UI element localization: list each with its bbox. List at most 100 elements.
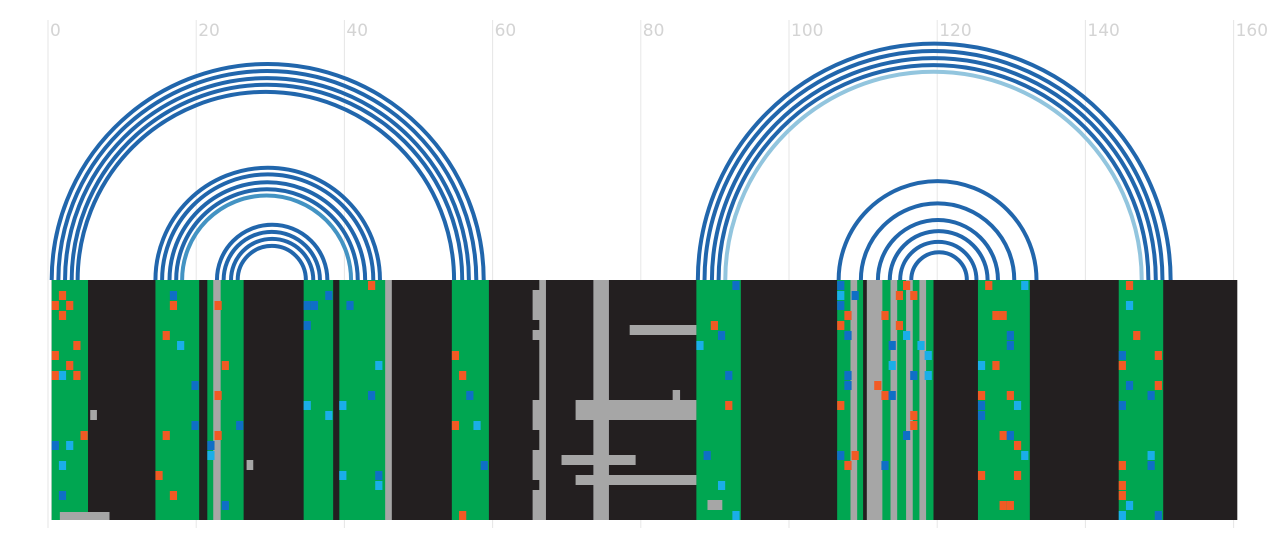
arc-link	[174, 187, 360, 281]
variant-cell	[1154, 381, 1162, 390]
variant-cell	[1006, 501, 1014, 510]
variant-cell	[837, 401, 845, 410]
tick-label: 100	[791, 21, 823, 41]
arc-link	[909, 250, 969, 281]
conserved-band	[696, 280, 741, 520]
variant-cell	[851, 451, 859, 460]
arc-link	[858, 201, 1017, 281]
divider-column	[200, 280, 207, 520]
arc-link	[705, 51, 1163, 280]
variant-cell	[375, 361, 383, 370]
tick-label: 160	[1236, 21, 1268, 41]
variant-cell	[1125, 381, 1134, 390]
tick-label: 20	[198, 21, 220, 41]
variant-cell	[58, 461, 67, 470]
variant-cell	[888, 341, 896, 350]
variant-cell	[999, 431, 1007, 440]
variant-cell	[221, 501, 229, 510]
variant-cell	[303, 321, 311, 330]
arc-link	[875, 217, 1000, 281]
variant-cell	[368, 391, 376, 400]
variant-cell	[1013, 401, 1022, 410]
variant-cell	[66, 301, 74, 310]
variant-cell	[80, 431, 88, 440]
variant-cell	[1118, 361, 1126, 370]
arc-link	[887, 229, 990, 281]
variant-cell	[73, 341, 81, 350]
variant-cell	[51, 371, 59, 380]
variant-cell	[732, 511, 740, 520]
variant-cell	[325, 291, 333, 300]
gap-block	[707, 500, 723, 510]
variant-cell	[1118, 351, 1126, 360]
variant-cell	[910, 291, 918, 300]
variant-cell	[177, 341, 185, 350]
variant-cell	[1147, 391, 1155, 400]
variant-cell	[992, 311, 1000, 320]
variant-cell	[732, 281, 740, 290]
variant-cell	[844, 311, 852, 320]
variant-cell	[58, 311, 67, 320]
variant-cell	[66, 441, 74, 450]
gap-block	[246, 460, 254, 470]
gap-column	[385, 280, 392, 520]
variant-cell	[844, 381, 852, 390]
variant-cell	[903, 281, 911, 290]
variant-cell	[480, 461, 488, 470]
variant-cell	[1118, 491, 1126, 500]
variant-cell	[924, 371, 932, 380]
variant-cell	[1154, 511, 1162, 520]
variant-cell	[977, 391, 986, 400]
variant-cell	[169, 301, 178, 310]
variant-cell	[888, 361, 896, 370]
arc-link	[153, 165, 382, 281]
variant-cell	[162, 331, 170, 340]
variant-cell	[1147, 451, 1155, 460]
arc-link	[229, 236, 316, 281]
arc-link	[723, 69, 1144, 281]
variant-cell	[851, 291, 859, 300]
variant-cell	[881, 311, 889, 320]
variant-cell	[977, 401, 986, 410]
arc-link	[63, 76, 471, 281]
gap-column	[906, 280, 913, 520]
variant-cell	[214, 301, 222, 310]
variant-cell	[339, 401, 347, 410]
variant-cell	[58, 491, 67, 500]
variant-cell	[303, 401, 311, 410]
variant-cell	[207, 451, 215, 460]
gap-column	[539, 280, 546, 520]
variant-cell	[325, 411, 333, 420]
variant-cell	[837, 281, 845, 290]
variant-cell	[169, 491, 178, 500]
arc-link	[221, 229, 322, 281]
gap-block	[561, 455, 636, 465]
variant-cell	[910, 421, 918, 430]
variant-cell	[844, 461, 852, 470]
arc-link	[698, 44, 1171, 280]
conserved-band	[51, 280, 89, 520]
variant-cell	[1147, 461, 1155, 470]
variant-cell	[221, 361, 229, 370]
variant-cell	[368, 281, 376, 290]
gap-block	[672, 390, 681, 400]
gap-block	[575, 400, 697, 420]
tick-label: 60	[495, 21, 517, 41]
arc-link	[167, 180, 368, 281]
variant-cell	[51, 441, 59, 450]
variant-cell	[51, 351, 59, 360]
variant-cell	[310, 301, 319, 310]
arc-link	[235, 243, 308, 281]
variant-cell	[977, 361, 986, 370]
conserved-band	[207, 280, 244, 520]
arc-link	[56, 69, 479, 281]
variant-cell	[917, 341, 925, 350]
variant-cell	[1006, 341, 1014, 350]
variant-cell	[51, 301, 59, 310]
variant-cell	[1118, 401, 1126, 410]
variant-cell	[303, 301, 311, 310]
tick-label: 80	[643, 21, 665, 41]
variant-cell	[191, 381, 199, 390]
